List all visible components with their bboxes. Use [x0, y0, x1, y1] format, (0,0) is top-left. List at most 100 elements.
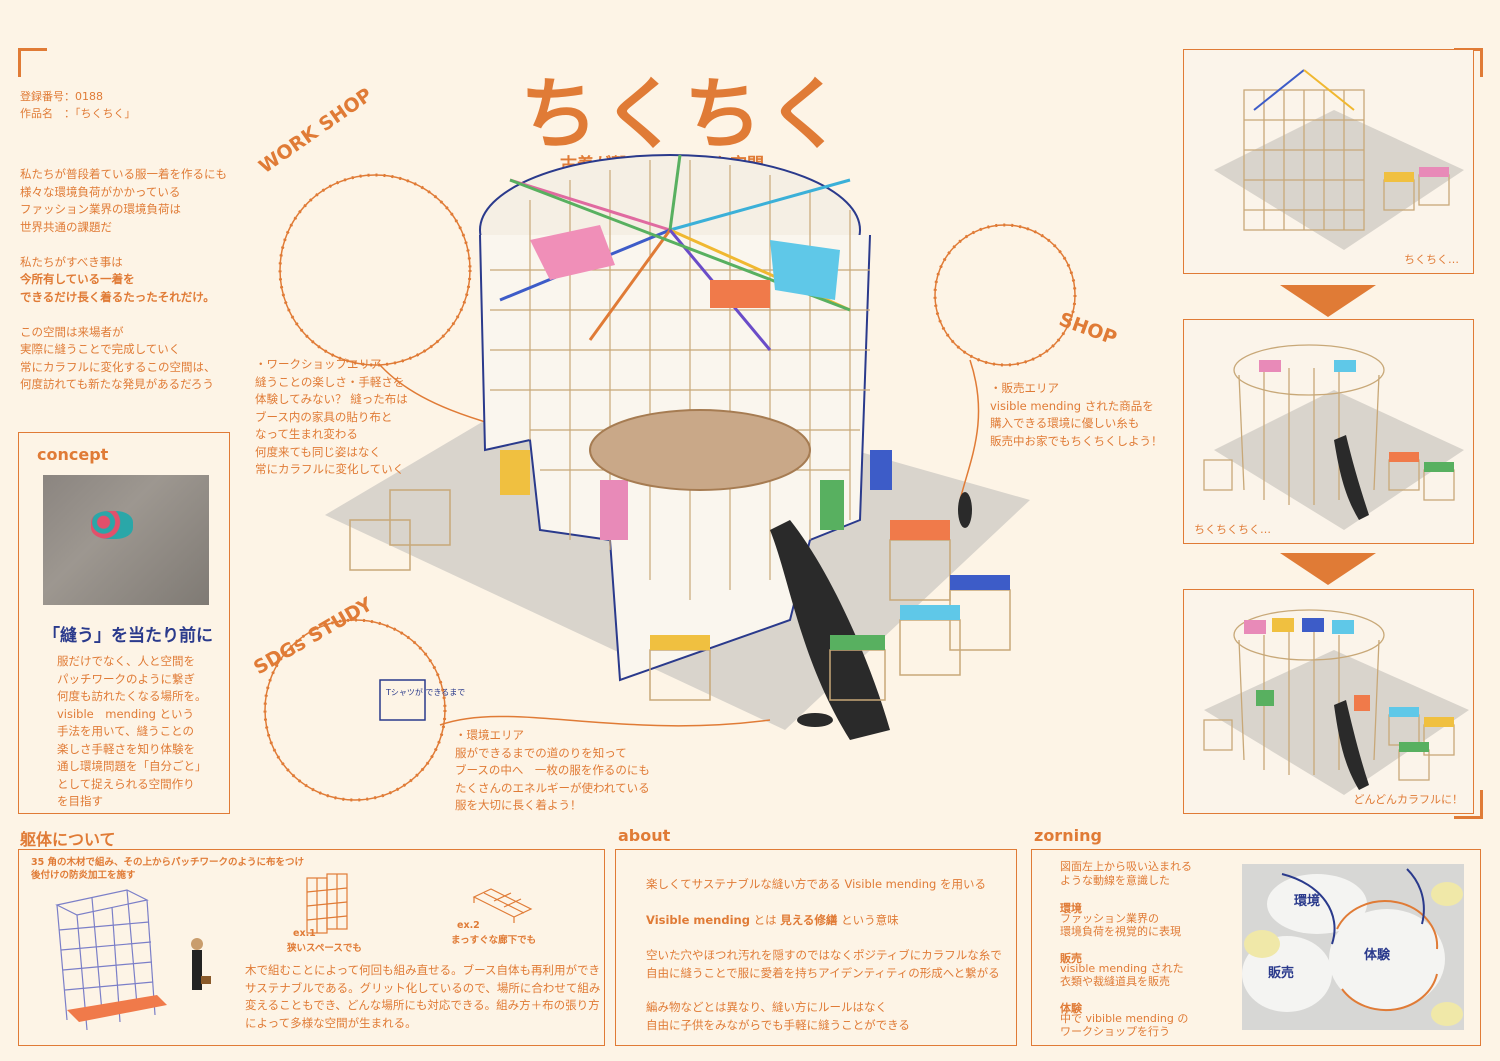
- workshop-circle: [278, 173, 472, 367]
- about-box: 楽しくてサステナブルな縫い方である Visible mending を用いる V…: [615, 849, 1017, 1046]
- concept-text: 服だけでなく、人と空間をパッチワークのように繋ぎ何度も訪れたくなる場所を。vis…: [57, 653, 207, 811]
- shop-note-line: 販売中お家でもちくちくしよう！: [990, 433, 1163, 448]
- structure-body: 木で組むことによって何回も組み直せる。ブース自体も再利用ができサステナブルである…: [245, 962, 600, 1032]
- intro-line: この空間は来場者が: [20, 324, 124, 339]
- stage-2-caption: ちくちくちく…: [1194, 523, 1271, 536]
- env-note-line: たくさんのエネルギーが使われている: [455, 780, 650, 795]
- about-p1: 楽しくてサステナブルな縫い方である Visible mending を用いる: [646, 877, 986, 891]
- about-p4: 編み物などとは異なり、縫い方にルールはなく自由に子供をみながらでも手軽に縫うこと…: [646, 998, 910, 1034]
- zoning-exp-line: ワークショップを行う: [1060, 1025, 1170, 1038]
- about-p4-line: 自由に子供をみながらでも手軽に縫うことができる: [646, 1018, 910, 1032]
- mending-patch: [91, 511, 133, 539]
- zoning-intro-line: ような動線を意識した: [1060, 874, 1170, 887]
- workshop-area-note: ・ワークショップエリア縫うことの楽しさ・手軽さを体験してみない？ 縫った布はブー…: [255, 356, 408, 479]
- workshop-note-line: 縫うことの楽しさ・手軽さを: [255, 374, 405, 389]
- intro-line: [20, 306, 227, 324]
- stage-arrow-2: [1280, 553, 1376, 585]
- stage-panel-2: ちくちくちく…: [1183, 319, 1474, 544]
- environment-area-note: ・環境エリア服ができるまでの道のりを知ってブースの中へ 一枚の服を作るのにもたく…: [455, 727, 650, 815]
- structure-caption-line: 35 角の木材で組み、その上からパッチワークのように布をつけ: [31, 857, 305, 868]
- zoning-env-text: ファッション業界の環境負荷を視覚的に表現: [1060, 912, 1181, 938]
- zoning-sale-title: 販売: [1060, 952, 1082, 965]
- zoning-heading: zorning: [1034, 826, 1102, 845]
- main-title: ちくちく: [520, 70, 849, 160]
- structure-body-line: 変えることもでき、どんな場所にも対応できる。組み方＋布の張り方: [245, 998, 600, 1012]
- zoning-map: 環境 販売 体験: [1242, 864, 1464, 1030]
- intro-text: 私たちが普段着ている服一着を作るにも様々な環境負荷がかかっているファッション業界…: [20, 166, 227, 394]
- concept-lines-line: を目指す: [57, 794, 103, 808]
- corner-right-mid: [1454, 790, 1483, 819]
- black-curtain: [770, 520, 890, 740]
- workshop-note-line: なって生まれ変わる: [255, 427, 358, 441]
- concept-lines-line: 服だけでなく、人と空間を: [57, 654, 195, 668]
- zoning-sale-line: 衣類や裁縫道具を販売: [1060, 975, 1170, 988]
- intro-line: 世界共通の課題だ: [20, 219, 112, 234]
- concept-box: concept 「縫う」を当たり前に 服だけでなく、人と空間をパッチワークのよう…: [18, 432, 230, 814]
- workshop-note-line: 常にカラフルに変化していく: [255, 462, 405, 476]
- intro-line: 今所有している一着を: [20, 272, 135, 286]
- shop-note-line: 購入できる環境に優しい糸も: [990, 416, 1140, 430]
- zoning-exp-text: 中で vibible mending のワークショップを行う: [1060, 1012, 1188, 1038]
- intro-line: 私たちがすべき事は: [20, 254, 123, 269]
- zoning-env-line: 環境負荷を視覚的に表現: [1060, 925, 1181, 938]
- shop-note-line: ・販売エリア: [990, 381, 1059, 395]
- zoning-sale-text: visible mending された衣類や裁縫道具を販売: [1060, 962, 1184, 988]
- about-p2: Visible mending とは 見える修繕 という意味: [646, 913, 899, 927]
- intro-line: 常にカラフルに変化するこの空間は、: [20, 359, 216, 374]
- intro-line: ファッション業界の環境負荷は: [20, 202, 181, 216]
- work-name: 作品名 ：「ちくちく」: [20, 107, 136, 120]
- zoning-intro: 図面左上から吸い込まれるような動線を意識した: [1060, 860, 1192, 888]
- structure-body-line: 木で組むことによって何回も組み直せる。ブース自体も再利用ができ: [245, 963, 601, 977]
- stage-1-illustration: [1214, 69, 1464, 250]
- zoning-intro-line: 図面左上から吸い込まれる: [1060, 860, 1192, 873]
- stage-arrow-1: [1280, 285, 1376, 317]
- concept-lines-line: 楽しさ手軽さを知り体験を: [57, 741, 195, 756]
- intro-line: 様々な環境負荷がかかっている: [20, 184, 181, 199]
- zoning-sale-line: visible mending された: [1060, 962, 1184, 975]
- workshop-note-line: ブース内の家具の貼り布と: [255, 409, 393, 424]
- env-note-line: 服を大切に長く着よう！: [455, 798, 582, 812]
- map-label-env: 環境: [1294, 894, 1321, 909]
- structure-body-line: によって多様な空間が生まれる。: [245, 1015, 417, 1030]
- about-p3-line: 空いた穴やほつれ汚れを隠すのではなくポジティブにカラフルな糸で: [646, 948, 1002, 962]
- workshop-note-line: 体験してみない？ 縫った布は: [255, 392, 408, 406]
- intro-line: できるだけ長く着るたったそれだけ。: [20, 289, 215, 304]
- stage-3-illustration: [1203, 609, 1469, 795]
- concept-lines-line: 通し環境問題を「自分ごと」: [57, 759, 207, 773]
- intro-line: 何度訪れても新たな発見があるだろう: [20, 377, 214, 391]
- map-label-sale: 販売: [1268, 966, 1295, 981]
- map-label-exp: 体験: [1364, 948, 1391, 963]
- ex2-title: ex.2: [457, 920, 480, 931]
- env-note-line: 服ができるまでの道のりを知って: [455, 745, 627, 760]
- shop-area-note: ・販売エリア visible mending された商品を購入できる環境に優しい糸…: [990, 380, 1163, 450]
- shop-note-line: visible mending された商品を: [990, 398, 1154, 413]
- intro-line: [20, 236, 227, 254]
- structure-heading: 躯体について: [20, 830, 116, 849]
- zoning-exp-title: 体験: [1060, 1002, 1082, 1015]
- ex1-drawing: [306, 873, 348, 934]
- about-p3-line: 自由に縫うことで服に愛着を持ちアイデンティティの形成へと繋がる: [646, 966, 1000, 980]
- env-note-line: ・環境エリア: [455, 728, 524, 742]
- workshop-note-line: ・ワークショップエリア: [255, 357, 382, 371]
- ex2-desc: まっすぐな廊下でも: [451, 935, 537, 946]
- about-p3: 空いた穴やほつれ汚れを隠すのではなくポジティブにカラフルな糸で自由に縫うことで服…: [646, 946, 1002, 982]
- ex2-drawing: [472, 888, 533, 923]
- booth-illustration: Tシャツが できるまで: [263, 154, 1077, 802]
- structure-box: 35 角の木材で組み、その上からパッチワークのように布をつけ後付けの防炎加工を施…: [18, 849, 605, 1046]
- zoning-box: 図面左上から吸い込まれるような動線を意識した 環境 ファッション業界の環境負荷を…: [1031, 849, 1481, 1046]
- structure-caption: 35 角の木材で組み、その上からパッチワークのように布をつけ後付けの防炎加工を施…: [31, 856, 304, 882]
- concept-catch: 「縫う」を当たり前に: [43, 626, 213, 646]
- stage-panel-1: ちくちく…: [1183, 49, 1474, 274]
- ex1-desc: 狭いスペースでも: [287, 943, 362, 954]
- intro-line: 私たちが普段着ている服一着を作るにも: [20, 167, 227, 181]
- structure-body-line: サステナブルである。グリット化しているので、場所に合わせて組み: [245, 980, 601, 995]
- concept-lines-line: として捉えられる空間作り: [57, 776, 195, 791]
- tshirt-sign: Tシャツが できるまで: [385, 687, 465, 697]
- concept-lines-line: パッチワークのように繋ぎ: [57, 671, 195, 686]
- intro-line: 実際に縫うことで完成していく: [20, 342, 181, 356]
- concept-lines-line: visible mending という: [57, 706, 195, 721]
- about-heading: about: [618, 826, 671, 845]
- structure-drawing: [55, 889, 211, 1031]
- stage-1-caption: ちくちく…: [1404, 253, 1459, 266]
- env-note-line: ブースの中へ 一枚の服を作るのにも: [455, 763, 650, 777]
